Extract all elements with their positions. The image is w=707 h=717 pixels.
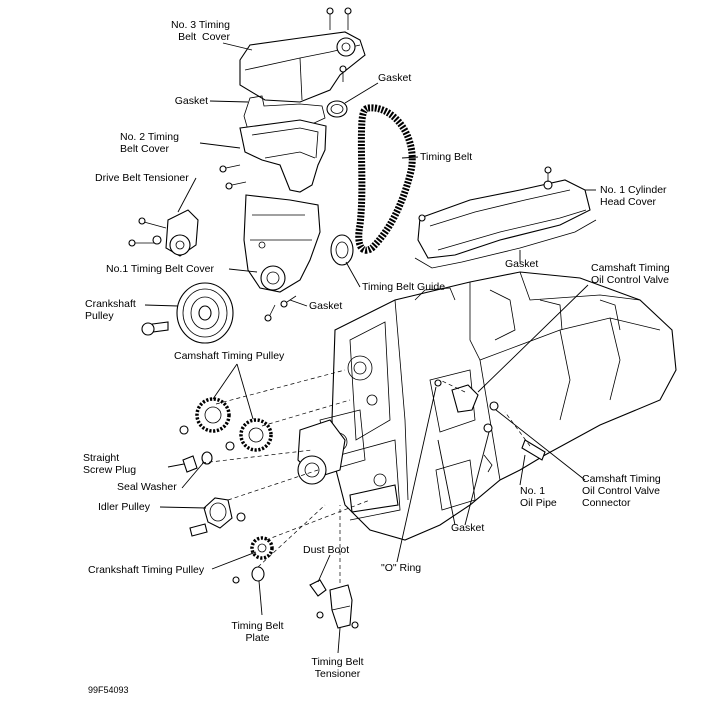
label-timing-belt: Timing Belt: [420, 151, 473, 163]
dust-boot: [309, 579, 327, 597]
timing-belt: [355, 104, 416, 254]
label-idler-pulley: Idler Pulley: [98, 501, 150, 513]
no1-timing-belt-cover: [243, 194, 321, 322]
seal-washer: [201, 451, 213, 465]
no1-cylinder-head-cover: [414, 166, 597, 269]
label-gasket-mid: Gasket: [309, 300, 343, 312]
label-straight-screw-plug: Straight Screw Plug: [83, 452, 137, 476]
label-no3-timing-belt-cover: No. 3 Timing Belt Cover: [171, 19, 230, 43]
label-gasket-left: Gasket: [174, 95, 208, 107]
crankshaft-timing-pulley: [250, 536, 274, 560]
no2-timing-belt-cover: [219, 119, 327, 193]
assembly-guide-lines: [201, 369, 531, 583]
straight-screw-plug: [182, 455, 198, 473]
engine-block: [319, 271, 677, 541]
label-no1-oil-pipe: No. 1 Oil Pipe: [520, 485, 557, 509]
camshaft-timing-oil-control-valve: [434, 379, 546, 473]
gasket-ring-top: [326, 100, 348, 118]
leader-lines: [144, 42, 596, 654]
drive-belt-tensioner: [128, 209, 199, 257]
label-timing-belt-tensioner: Timing Belt Tensioner: [311, 656, 364, 680]
no3-timing-belt-cover: [239, 7, 366, 103]
label-timing-belt-guide: Timing Belt Guide: [362, 281, 446, 293]
idler-pulley: [189, 497, 246, 537]
water-pump: [297, 419, 346, 485]
crankshaft-pulley: [141, 282, 234, 344]
label-timing-belt-plate: Timing Belt Plate: [231, 620, 284, 644]
label-crankshaft-timing-pulley: Crankshaft Timing Pulley: [88, 564, 205, 576]
timing-belt-guide: [330, 234, 354, 266]
label-drive-belt-tensioner: Drive Belt Tensioner: [95, 172, 189, 184]
label-dust-boot: Dust Boot: [303, 544, 350, 556]
figure-code: 99F54093: [88, 685, 129, 695]
label-camshaft-oil-control-valve: Camshaft Timing Oil Control Valve: [591, 262, 670, 286]
label-camshaft-timing-pulley: Camshaft Timing Pulley: [174, 350, 285, 362]
camshaft-timing-pulley-intake: [179, 397, 231, 435]
label-oil-control-valve-connector: Camshaft Timing Oil Control Valve Connec…: [582, 473, 661, 509]
label-no1-cylinder-head-cover: No. 1 Cylinder Head Cover: [600, 184, 667, 208]
label-no1-timing-belt-cover: No.1 Timing Belt Cover: [106, 263, 214, 275]
label-seal-washer: Seal Washer: [117, 481, 177, 493]
label-gasket-head: Gasket: [505, 258, 539, 270]
label-o-ring: "O" Ring: [381, 562, 422, 574]
label-no2-timing-belt-cover: No. 2 Timing Belt Cover: [120, 131, 179, 155]
camshaft-timing-pulley-exhaust: [225, 418, 273, 452]
label-gasket-top: Gasket: [378, 72, 412, 84]
timing-belt-tensioner: [316, 584, 359, 629]
label-gasket-bottom: Gasket: [451, 522, 485, 534]
timing-belt-plate: [251, 566, 265, 582]
label-crankshaft-pulley: Crankshaft Pulley: [85, 298, 136, 322]
